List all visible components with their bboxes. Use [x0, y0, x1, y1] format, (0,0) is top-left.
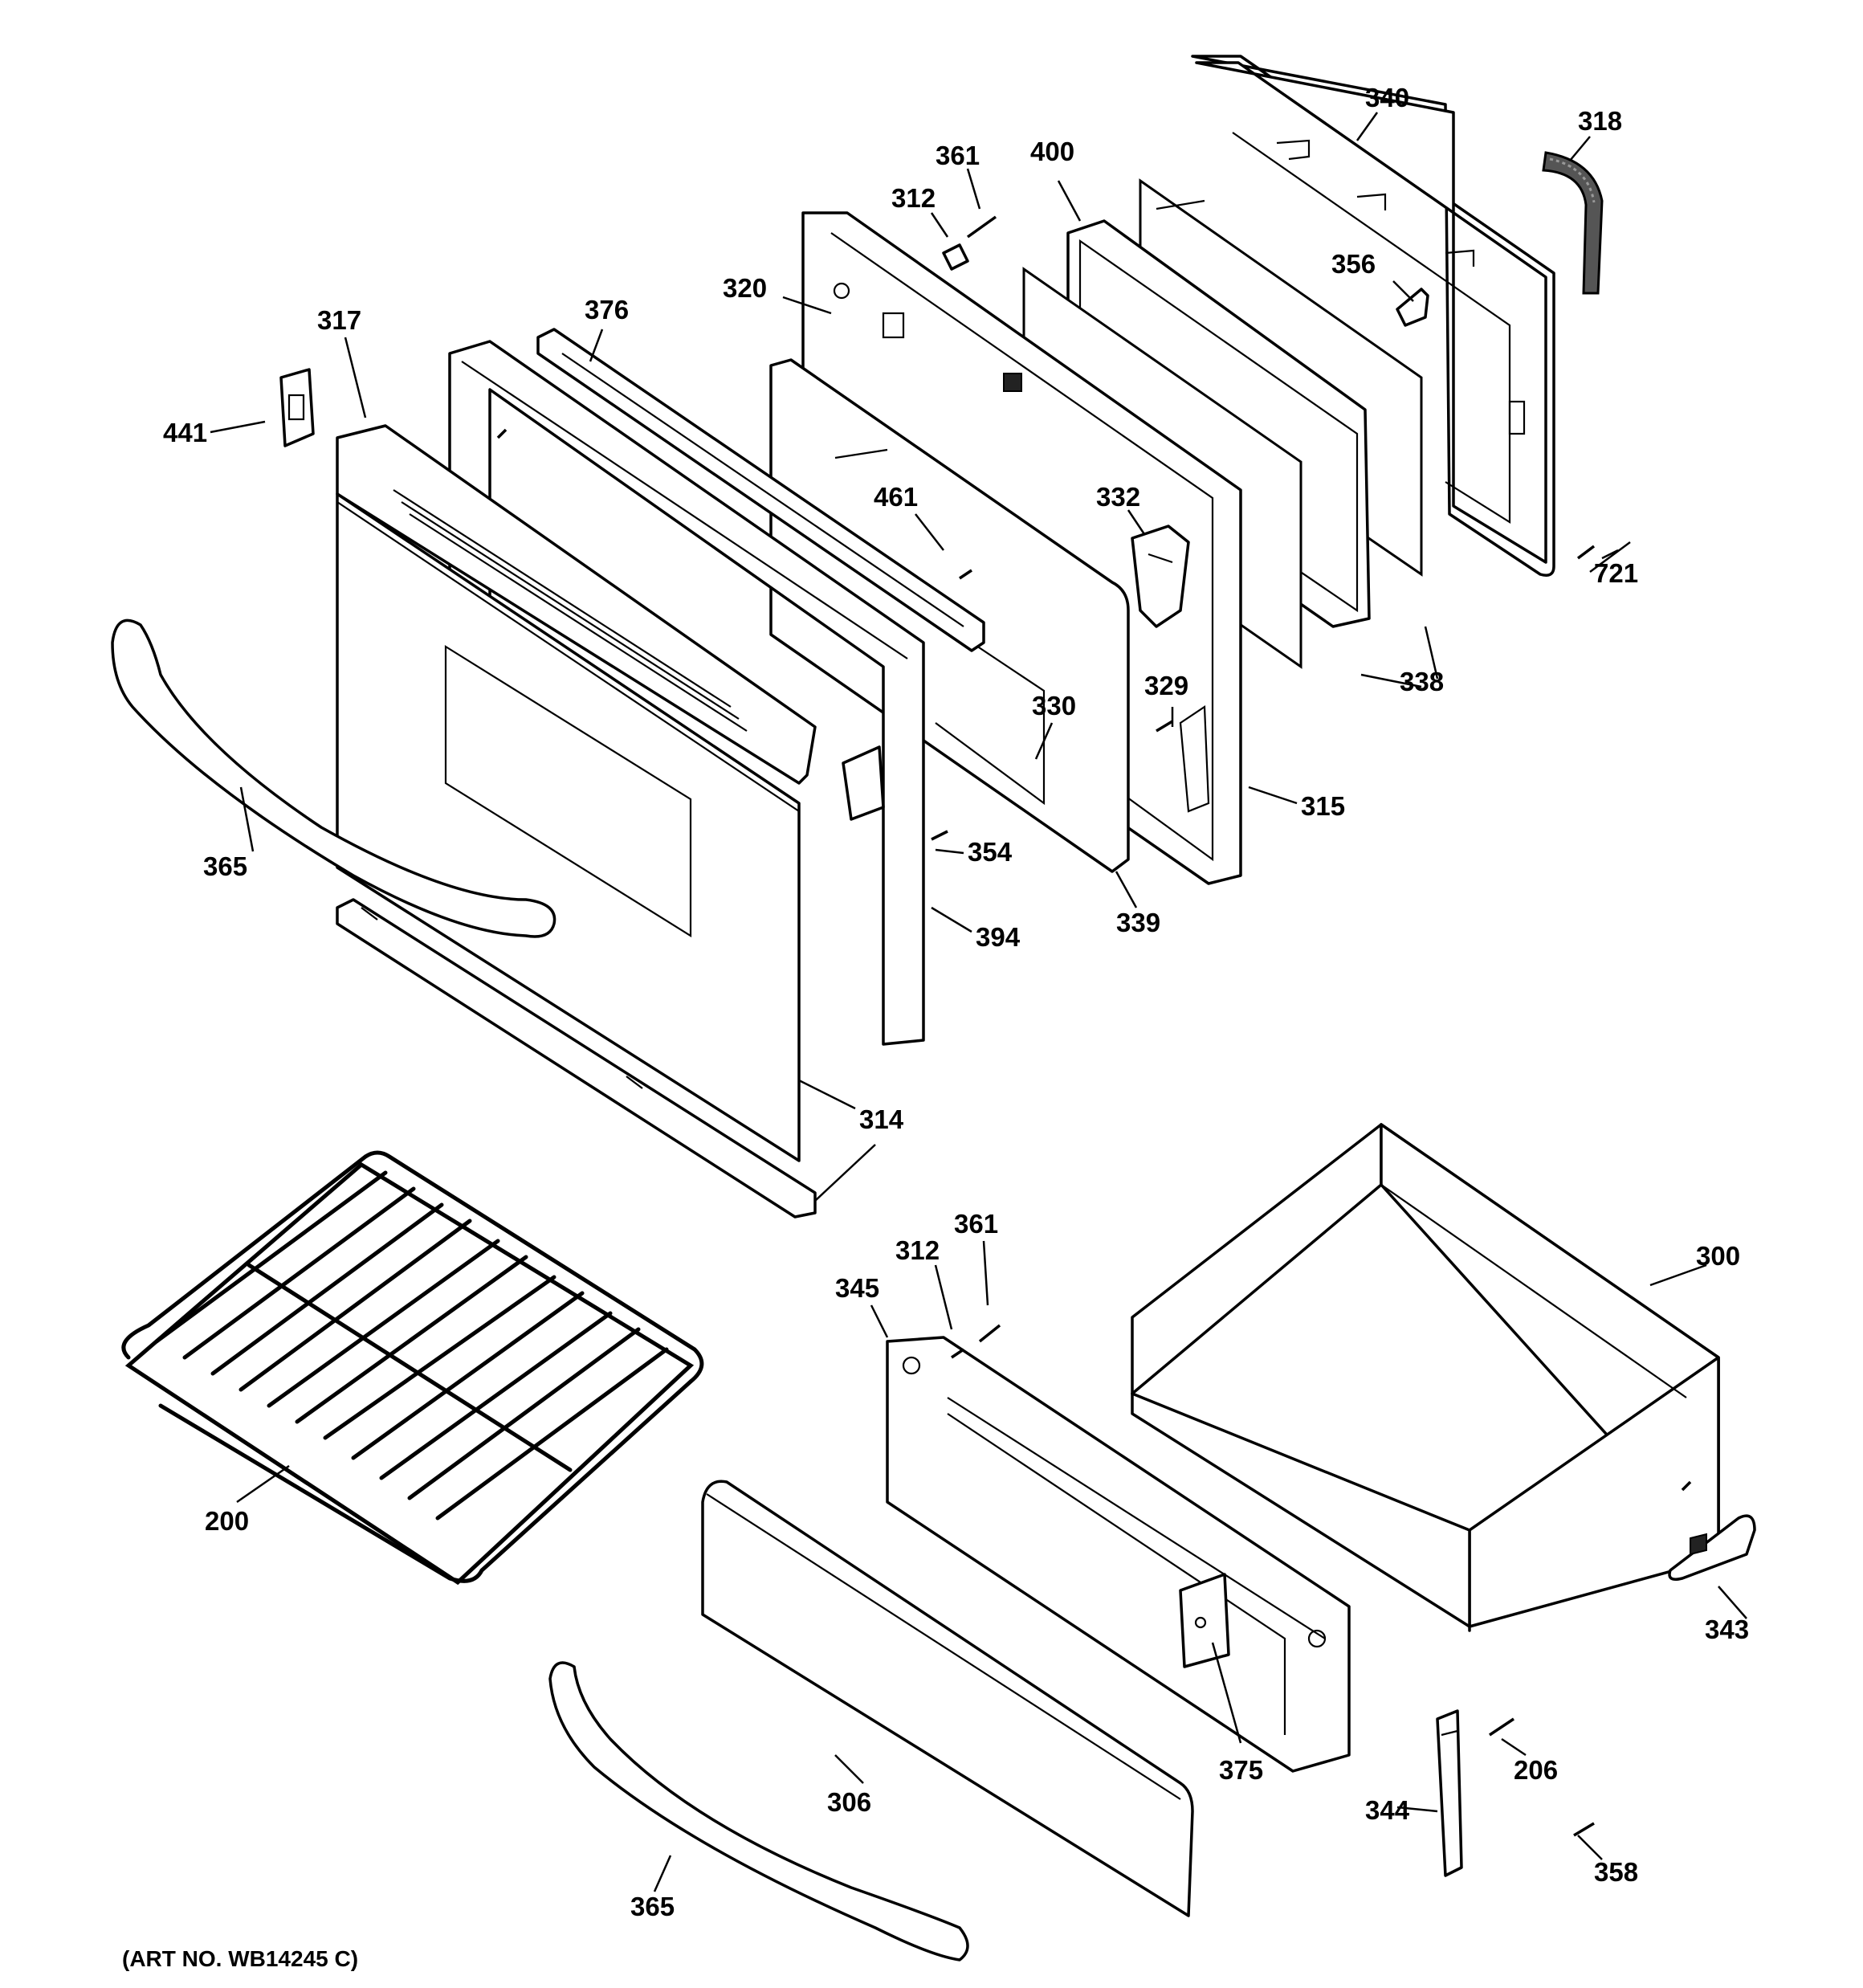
callout-338: 338: [1400, 667, 1444, 696]
callout-300: 300: [1696, 1241, 1740, 1271]
callout-320: 320: [723, 273, 767, 303]
part-318-gasket: [1542, 151, 1604, 295]
callout-344: 344: [1365, 1795, 1410, 1825]
part-356-bracket: [1396, 288, 1429, 327]
part-340-door-back-frame: [1191, 55, 1555, 577]
callout-317: 317: [317, 305, 361, 335]
callout-330: 330: [1032, 691, 1076, 720]
callout-365: 365: [203, 851, 247, 881]
callout-labels: 340 318 361 400 312 356 320 376 317 441 …: [163, 83, 1749, 1921]
callout-332: 332: [1096, 482, 1140, 512]
part-332-latch: [1131, 525, 1190, 628]
screws-and-fasteners: [496, 215, 1692, 1837]
callout-200: 200: [205, 1506, 249, 1536]
part-345-drawer-support: [886, 1336, 1351, 1773]
part-300-drawer-box: [1131, 1123, 1720, 1632]
callout-312: 312: [891, 183, 936, 213]
callout-400: 400: [1030, 137, 1074, 166]
part-344-slide-rail: [1436, 1709, 1463, 1877]
part-365-oven-handle: [111, 618, 556, 938]
callout-343: 343: [1705, 1614, 1749, 1644]
callout-394: 394: [976, 922, 1021, 952]
callout-306: 306: [827, 1787, 871, 1817]
part-314-outer-door: [336, 492, 801, 1162]
callout-376: 376: [585, 295, 629, 325]
callout-314: 314: [859, 1104, 904, 1134]
callout-358: 358: [1594, 1857, 1638, 1887]
callout-206: 206: [1514, 1755, 1558, 1785]
callout-441: 441: [163, 418, 207, 447]
leader-lines: [210, 112, 1747, 1892]
callout-375: 375: [1219, 1755, 1263, 1785]
callout-461: 461: [874, 482, 918, 512]
callout-365-lower: 365: [630, 1892, 675, 1921]
callout-340: 340: [1365, 83, 1409, 112]
callout-354: 354: [968, 837, 1013, 867]
callout-318: 318: [1578, 106, 1622, 136]
part-375-bracket: [1179, 1573, 1230, 1668]
callout-312-lower: 312: [895, 1235, 940, 1265]
callout-329: 329: [1144, 671, 1188, 700]
callout-356: 356: [1331, 249, 1376, 279]
callout-361: 361: [936, 141, 980, 170]
callout-315: 315: [1301, 791, 1345, 821]
callout-361-lower: 361: [954, 1209, 998, 1239]
callout-721: 721: [1594, 558, 1638, 588]
callout-345: 345: [835, 1273, 879, 1303]
part-door-bottom-trim: [336, 898, 817, 1219]
part-343-glide: [1668, 1514, 1756, 1581]
callout-339: 339: [1116, 908, 1160, 937]
part-200-oven-rack: [121, 1150, 704, 1586]
part-365-drawer-handle: [548, 1661, 969, 1961]
part-441-switch: [279, 368, 315, 447]
part-306-drawer-front: [701, 1480, 1194, 1917]
part-376-vent-channel: [536, 328, 985, 652]
art-number: (ART NO. WB14245 C): [122, 1946, 358, 1971]
